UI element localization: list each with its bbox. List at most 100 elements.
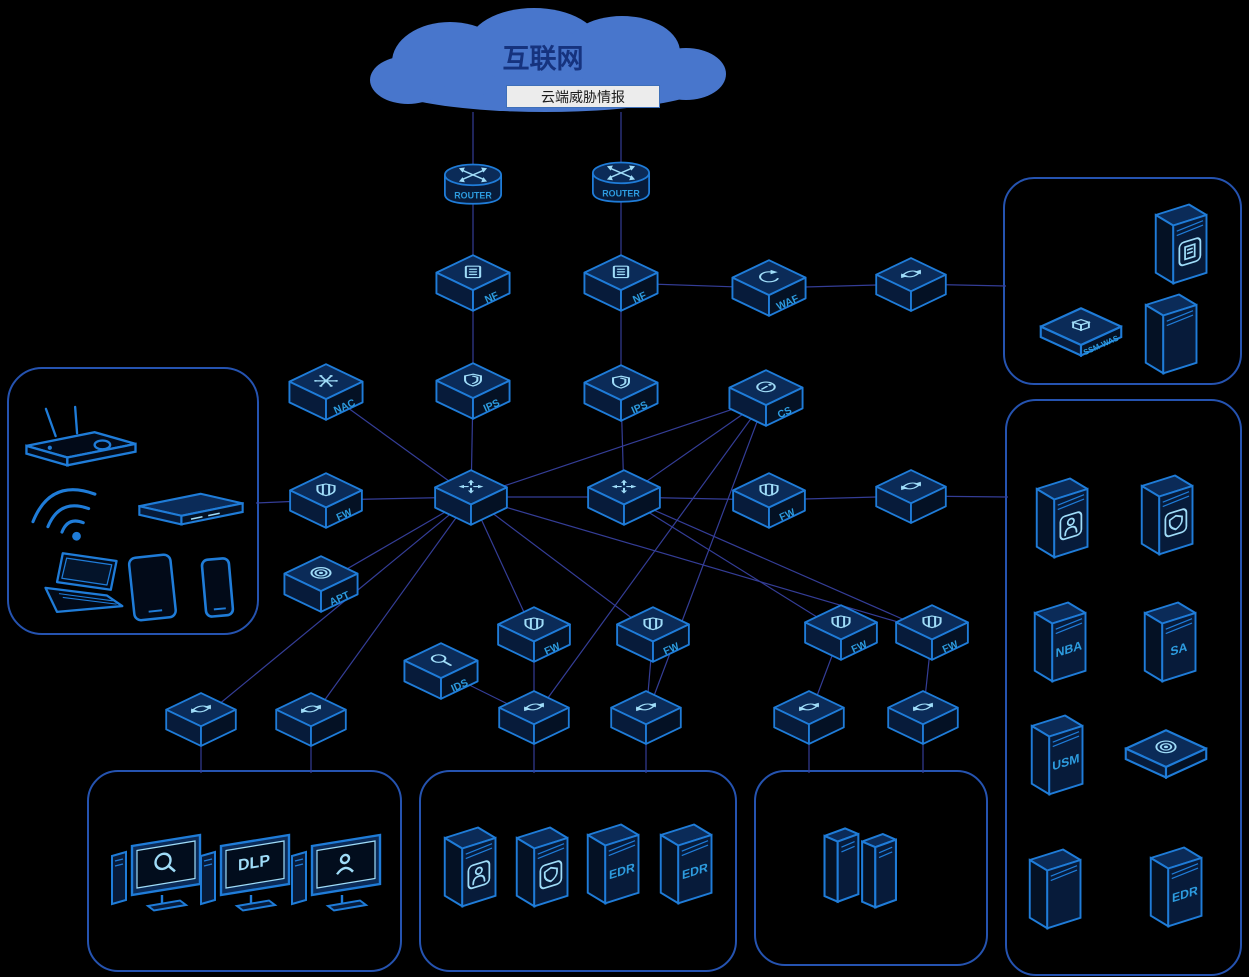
device-swsoc <box>873 255 949 314</box>
device-label: SA <box>1170 640 1187 659</box>
device-label: DLP <box>238 851 270 874</box>
swloop-icon <box>498 689 570 745</box>
device-ips1: IPS <box>433 360 513 422</box>
device-label: ROUTER <box>602 189 640 199</box>
server-icon <box>1035 477 1089 559</box>
device-srv_m4: EDR <box>659 817 715 909</box>
link-core2-fwd <box>623 496 933 633</box>
ips-icon: IPS <box>583 364 659 422</box>
device-tablet <box>123 550 181 626</box>
fw-icon: FW <box>616 605 690 663</box>
device-nac: NAC <box>286 361 366 423</box>
device-pair <box>817 819 911 913</box>
device-core1 <box>432 467 510 528</box>
serverflat-icon <box>1124 729 1208 780</box>
device-s3 <box>496 688 572 747</box>
server-icon <box>1154 203 1208 285</box>
device-srv_edr3: EDR <box>1149 840 1205 932</box>
device-label: NF <box>483 290 500 306</box>
flatswitch-icon <box>138 492 244 526</box>
nac-icon: NAC <box>288 363 364 421</box>
monitor-icon <box>291 833 382 912</box>
device-ips2: IPS <box>581 362 661 424</box>
monitor-icon <box>111 833 202 912</box>
swloop-icon <box>275 691 347 747</box>
server-icon <box>1140 474 1194 556</box>
device-nf2: NF <box>581 252 661 314</box>
cs-icon: CS <box>728 369 804 427</box>
device-fwb: FW <box>614 604 692 665</box>
cloud-badge-text: 云端威胁情报 <box>541 88 625 105</box>
server-icon: EDR <box>1149 846 1203 928</box>
server-icon: USM <box>1030 714 1084 796</box>
device-srv_m1 <box>443 820 499 912</box>
group-dmz-servers-zone <box>1003 177 1242 385</box>
cloud-title: 互联网 <box>503 44 584 74</box>
device-swr <box>873 467 949 526</box>
pair-icon <box>823 827 897 909</box>
device-srv_tr <box>1144 287 1200 379</box>
device-ssmwas: SSM-WAS <box>1037 303 1125 359</box>
link-core1-fwb <box>470 496 654 635</box>
fw-icon: FW <box>289 471 363 529</box>
fw-icon: FW <box>732 471 806 529</box>
device-mon_dlp: DLP <box>197 832 297 920</box>
group-server-zone-a <box>419 770 737 972</box>
device-apt: APT <box>281 553 361 615</box>
device-phone <box>194 553 240 623</box>
swloop-icon <box>610 689 682 745</box>
device-fwl: FW <box>287 470 365 531</box>
swloop-icon <box>887 689 959 745</box>
device-ids: IDS <box>401 640 481 702</box>
link-cs-core1 <box>470 397 767 498</box>
device-wifi <box>20 468 112 552</box>
server-icon <box>443 826 497 908</box>
phone-icon <box>200 557 235 618</box>
device-label: ROUTER <box>454 191 492 201</box>
server-icon: SA <box>1143 601 1197 683</box>
apt-icon: APT <box>283 555 359 613</box>
device-srv_p1 <box>1035 471 1091 563</box>
monitor-icon: DLP <box>200 833 291 912</box>
device-srv_m2 <box>515 820 571 912</box>
device-s1 <box>163 690 239 749</box>
nf-icon: NF <box>435 254 511 312</box>
device-fwr: FW <box>730 470 808 531</box>
device-srv_sh1 <box>1140 468 1196 560</box>
device-s6 <box>885 688 961 747</box>
swcross-icon <box>587 468 661 526</box>
swloop-icon <box>165 691 237 747</box>
waf-icon: WAF <box>731 259 807 317</box>
device-label: CS <box>776 405 794 421</box>
router-icon: ROUTER <box>443 163 503 205</box>
link-core1-s1 <box>200 496 472 720</box>
cloud-badge: 云端威胁情报 <box>506 85 660 108</box>
device-cs: CS <box>726 367 806 429</box>
device-label: NF <box>631 290 648 306</box>
router-icon: ROUTER <box>591 161 651 203</box>
link-cs-s4 <box>645 397 767 718</box>
group-server-zone-b <box>754 770 988 966</box>
link-core1-s2 <box>310 496 472 720</box>
link-cs-s3 <box>533 397 767 718</box>
device-flat_tgt <box>1122 725 1210 781</box>
tablet-icon <box>127 553 177 622</box>
device-s4 <box>608 688 684 747</box>
fw-icon: FW <box>804 603 878 661</box>
group-office-zone <box>87 770 402 972</box>
device-nf1: NF <box>433 252 513 314</box>
swcross-icon <box>434 468 508 526</box>
device-srv_usm: USM <box>1030 708 1086 800</box>
fw-icon: FW <box>497 605 571 663</box>
device-laptop <box>34 548 130 620</box>
device-srv_pl <box>1028 842 1084 934</box>
device-s2 <box>273 690 349 749</box>
swloop-icon <box>875 256 947 312</box>
device-mon_person <box>288 832 388 920</box>
device-fwa: FW <box>495 604 573 665</box>
device-core2 <box>585 467 663 528</box>
link-core1-fwd <box>470 496 933 633</box>
device-fwc: FW <box>802 602 880 663</box>
server-icon <box>1028 848 1082 930</box>
